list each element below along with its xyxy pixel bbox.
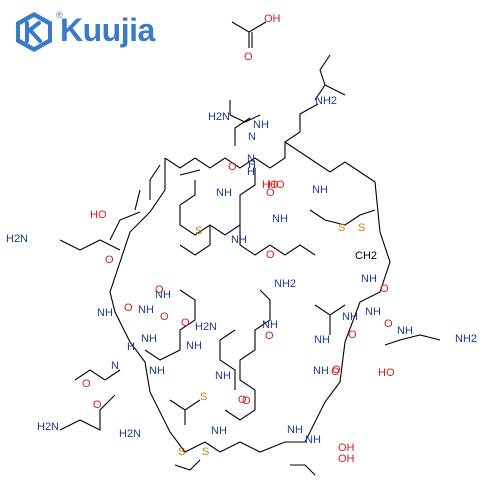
kuujia-logo-icon [16, 12, 52, 52]
atom-label-nh: NH [155, 289, 171, 301]
atom-label-ch2: CH2 [355, 250, 377, 262]
atom-label-o: O [384, 318, 393, 330]
atom-label-nh2: NH2 [274, 278, 296, 290]
atom-label-nh2: NH2 [455, 333, 477, 345]
atom-label-h2n: H2N [208, 111, 230, 123]
atom-label-o: O [93, 399, 102, 411]
atom-label-o: O [181, 317, 190, 329]
acetic-acid-o-label: O [244, 51, 253, 63]
atom-label-o: O [266, 249, 275, 261]
atom-label-s: S [202, 446, 209, 458]
atom-label-h: H [127, 341, 135, 353]
atom-label-s: S [178, 446, 185, 458]
atom-label-nh: NH [305, 434, 321, 446]
registered-mark: ® [56, 10, 63, 20]
atom-label-s: S [195, 225, 202, 237]
atom-label-o: O [160, 311, 169, 323]
atom-label-h2n: H2N [119, 428, 141, 440]
atom-label-o: O [242, 395, 251, 407]
atom-label-o: O [265, 330, 274, 342]
acetic-acid: O OH [231, 13, 281, 63]
atom-label-oh: OH [338, 453, 355, 465]
atom-label-ho: HO [378, 367, 395, 379]
atom-label-o: O [82, 378, 91, 390]
atom-label-s: S [358, 222, 365, 234]
atom-label-h2n: H2N [6, 233, 28, 245]
molecule-skeleton [59, 54, 441, 476]
atom-label-nh2: NH2 [315, 95, 337, 107]
atom-label-nh: NH [314, 334, 330, 346]
atom-label-o: O [228, 161, 237, 173]
atom-label-nh: NH [211, 425, 227, 437]
atom-label-nh: NH [361, 273, 377, 285]
atom-label-nh: NH [313, 365, 329, 377]
atom-label-h2n: H2N [195, 321, 217, 333]
brand-name: Kuujia [60, 12, 155, 48]
atom-label-nh: NH [186, 340, 202, 352]
atom-label-s: S [200, 391, 207, 403]
atom-label-s: S [338, 222, 345, 234]
atom-label-o: O [348, 329, 357, 341]
atom-label-o: O [380, 283, 389, 295]
atom-label-o: O [124, 302, 133, 314]
atom-label-ho: HO [90, 209, 107, 221]
atom-label-nh: NH [365, 306, 381, 318]
atom-label-nh: NH [253, 119, 269, 131]
atom-label-h2n: H2N [37, 421, 59, 433]
atom-label-nh: NH [397, 325, 413, 337]
atom-label-o: O [238, 394, 247, 406]
atom-label-nh: NH [141, 333, 157, 345]
atom-label-nh: NH [216, 187, 232, 199]
atom-label-nh: NH [149, 365, 165, 377]
atom-label-nh: NH [272, 213, 288, 225]
atom-label-nh: NH [97, 307, 113, 319]
atom-label-o: O [332, 364, 341, 376]
atom-label-nh: NH [215, 370, 231, 382]
atom-label-ho: HO [268, 179, 285, 191]
atom-label-nh: NH [312, 184, 328, 196]
atom-label-nh: NH [287, 424, 303, 436]
atom-label-ho: HO [262, 179, 279, 191]
atom-label-o: O [266, 187, 275, 199]
atom-label-o: O [331, 366, 340, 378]
acetic-acid-oh-label: OH [264, 13, 281, 25]
atom-label-o: O [105, 254, 114, 266]
atom-label-nh: NH [342, 311, 358, 323]
atom-label-o: O [155, 284, 164, 296]
atom-label-h: H [248, 159, 256, 171]
atom-label-n: N [111, 360, 119, 372]
atom-label-oh: OH [338, 442, 355, 454]
atom-label-nh: NH [262, 319, 278, 331]
atom-label-n: N [247, 153, 255, 165]
atom-label-h: H [247, 166, 255, 178]
atom-label-nh: NH [231, 234, 247, 246]
brand-logo: ® Kuujia [12, 10, 172, 54]
atom-label-nh: NH [138, 304, 154, 316]
atom-label-n: N [248, 131, 256, 143]
